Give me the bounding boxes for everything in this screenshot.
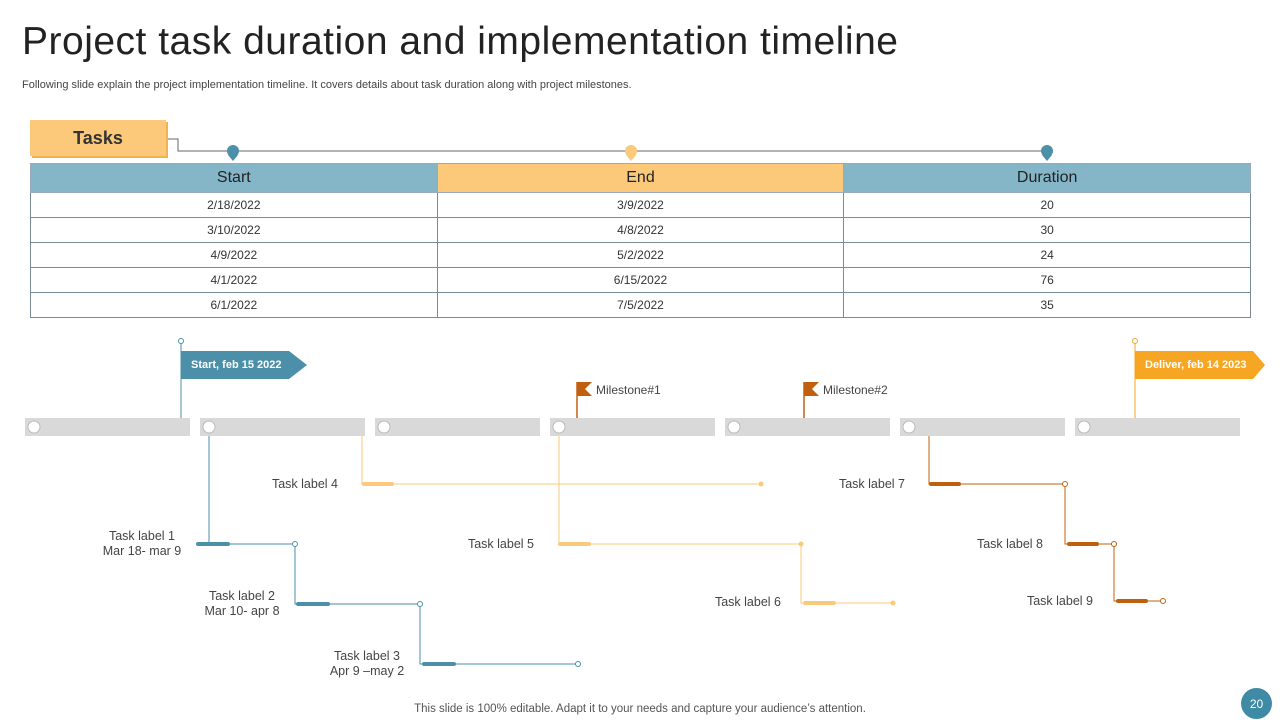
task-label-9: Task label 9 [1026,594,1093,608]
milestone-2-label: Milestone#2 [823,383,888,397]
table-cell: 35 [843,292,1251,318]
footer-note: This slide is 100% editable. Adapt it to… [414,703,866,715]
tasks-table: Start End Duration 2/18/2022 3/9/2022 20… [30,163,1251,318]
table-cell: 24 [843,242,1251,268]
start-column-marker-icon [227,145,239,157]
task-label-1: Task label 1 Mar 18- mar 9 [90,529,194,559]
duration-column-marker-icon [1041,145,1053,157]
task-branch-rust [928,436,1166,604]
task-label-2: Task label 2 Mar 10- apr 8 [190,589,294,619]
task-label-3-dates: Apr 9 –may 2 [329,664,405,678]
milestone-1-flag-icon [576,382,592,418]
task-branch-peach [361,436,896,606]
table-row: 4/1/2022 6/15/2022 76 [30,267,1251,293]
task-label-8: Task label 8 [976,537,1043,551]
task-label-5: Task label 5 [467,537,534,551]
deliver-callout: Deliver, feb 14 2023 [1135,351,1265,379]
table-row: 4/9/2022 5/2/2022 24 [30,242,1251,268]
task-label-1-dates: Mar 18- mar 9 [102,544,182,558]
deliver-pin-icon [1132,338,1138,344]
column-header-end: End [436,163,845,193]
table-row: 6/1/2022 7/5/2022 35 [30,292,1251,318]
milestone-2-flag-icon [803,382,819,418]
start-callout: Start, feb 15 2022 [181,351,307,379]
task-label-1-title: Task label 1 [108,529,175,543]
table-row: 2/18/2022 3/9/2022 20 [30,192,1251,218]
task-label-4: Task label 4 [271,477,338,491]
start-pin-icon [178,338,184,344]
timeline-track [25,418,1240,436]
page-number-badge: 20 [1241,688,1272,719]
table-cell: 2/18/2022 [30,192,438,218]
page-subtitle: Following slide explain the project impl… [22,79,632,91]
task-label-3: Task label 3 Apr 9 –may 2 [315,649,419,679]
task-label-2-title: Task label 2 [208,589,275,603]
table-cell: 6/1/2022 [30,292,438,318]
task-label-3-title: Task label 3 [333,649,400,663]
task-label-6: Task label 6 [714,595,781,609]
milestone-1-label: Milestone#1 [596,383,661,397]
task-branch-teal [196,436,581,667]
task-label-7: Task label 7 [838,477,905,491]
tasks-tag: Tasks [30,120,166,156]
task-label-2-dates: Mar 10- apr 8 [204,604,280,618]
end-column-marker-icon [625,145,637,157]
table-cell: 30 [843,217,1251,243]
page-title: Project task duration and implementation… [22,20,899,63]
table-cell: 7/5/2022 [436,292,845,318]
column-header-start: Start [30,163,438,193]
column-header-duration: Duration [843,163,1251,193]
